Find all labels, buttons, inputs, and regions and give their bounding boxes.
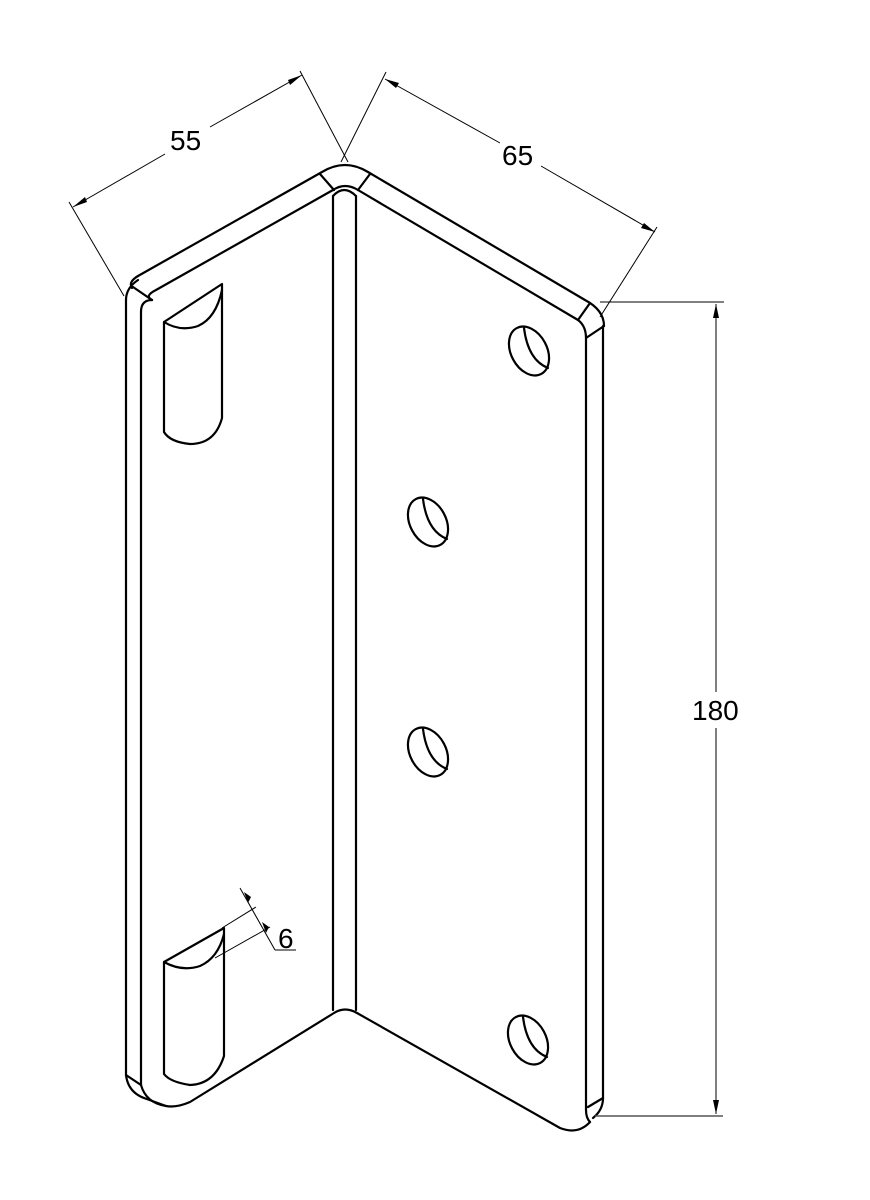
apex-inner-edge: [147, 184, 588, 340]
apex-left-tick: [318, 172, 336, 192]
bracket-body: [124, 163, 606, 1132]
left-bottom-outer-round: [124, 1073, 146, 1100]
spine-top-round: [331, 188, 358, 198]
left-bottom-connector: [142, 1096, 168, 1108]
lower-slot: [162, 926, 226, 1087]
dimension-55-label: 55: [168, 125, 204, 156]
left-top-round: [124, 278, 140, 302]
hole-3: [406, 726, 450, 778]
bottom-edge: [139, 1008, 592, 1132]
right-bottom-round: [584, 1108, 592, 1124]
apex-outer-edge: [129, 163, 606, 328]
left-top-round-inner: [139, 298, 154, 314]
right-bottom-outer-round: [591, 1096, 605, 1120]
dimension-180: [595, 301, 724, 1117]
dimension-6: [214, 887, 296, 959]
hole-4: [506, 1014, 550, 1066]
right-top-corner-tick: [576, 301, 592, 322]
dimension-180-label: 180: [690, 695, 741, 726]
dimension-6-label: 6: [278, 923, 294, 954]
apex-right-tick: [356, 172, 372, 192]
hole-1: [507, 325, 551, 377]
left-top-corner-tick: [131, 285, 154, 302]
left-bottom-corner-tick: [124, 1073, 143, 1087]
dimension-55: [68, 70, 349, 297]
right-bottom-corner-tick: [586, 1096, 605, 1109]
upper-slot: [162, 282, 224, 446]
right-top-corner-tick-2: [584, 324, 606, 340]
hole-2: [406, 496, 450, 548]
dimension-65: [340, 71, 658, 318]
dimension-65-label: 65: [500, 140, 536, 171]
